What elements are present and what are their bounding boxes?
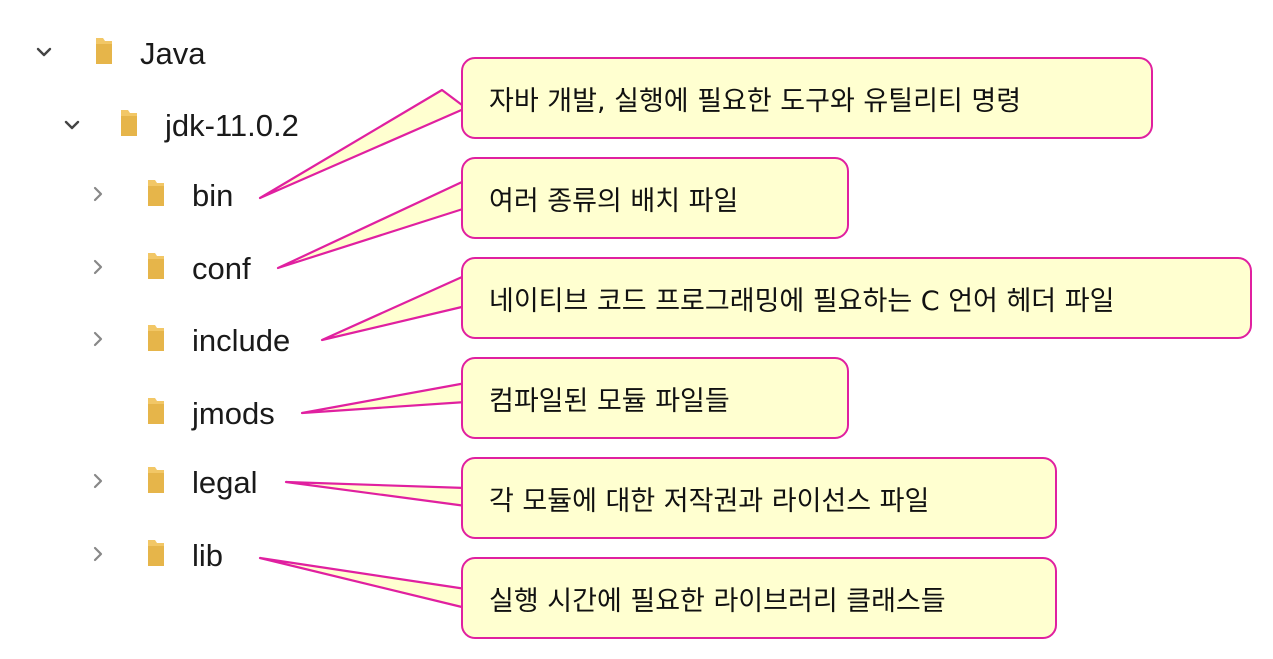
callout-conf: 여러 종류의 배치 파일 (461, 157, 849, 239)
tree-item-jmods[interactable]: jmods (192, 396, 275, 431)
folder-icon (121, 110, 137, 136)
callout-text: 네이티브 코드 프로그래밍에 필요하는 C 언어 헤더 파일 (489, 285, 1115, 317)
tree-item-bin[interactable]: bin (192, 178, 234, 213)
tree-item-java[interactable]: Java (140, 36, 206, 71)
chevron-right-icon[interactable] (90, 546, 106, 562)
chevron-right-icon[interactable] (90, 186, 106, 202)
chevron-right-icon[interactable] (90, 331, 106, 347)
connector-include (320, 275, 468, 342)
chevron-right-icon[interactable] (90, 259, 106, 275)
tree-item-legal[interactable]: legal (192, 465, 258, 500)
connector-jmods (300, 381, 468, 415)
folder-icon (148, 467, 164, 493)
folder-icon (148, 253, 164, 279)
tree-item-lib[interactable]: lib (192, 538, 224, 573)
folder-icon (148, 180, 164, 206)
callout-text: 실행 시간에 필요한 라이브러리 클래스들 (489, 585, 946, 617)
folder-icon (96, 38, 112, 64)
callout-legal: 각 모듈에 대한 저작권과 라이선스 파일 (461, 457, 1057, 539)
chevron-right-icon[interactable] (90, 473, 106, 489)
connector-conf (276, 180, 468, 270)
callout-text: 컴파일된 모듈 파일들 (489, 385, 730, 417)
chevron-down-icon[interactable] (36, 44, 52, 60)
tree-item-include[interactable]: include (192, 323, 291, 358)
connector-lib (258, 556, 468, 610)
callout-text: 여러 종류의 배치 파일 (489, 185, 739, 217)
folder-icon (148, 540, 164, 566)
callout-text: 각 모듈에 대한 저작권과 라이선스 파일 (489, 485, 930, 517)
callout-include: 네이티브 코드 프로그래밍에 필요하는 C 언어 헤더 파일 (461, 257, 1252, 339)
tree-item-conf[interactable]: conf (192, 251, 251, 286)
callout-lib: 실행 시간에 필요한 라이브러리 클래스들 (461, 557, 1057, 639)
callout-bin: 자바 개발, 실행에 필요한 도구와 유틸리티 명령 (461, 57, 1153, 139)
chevron-down-icon[interactable] (64, 117, 80, 133)
folder-icon (148, 325, 164, 351)
tree-item-jdk[interactable]: jdk-11.0.2 (165, 108, 299, 143)
folder-icon (148, 398, 164, 424)
connector-bin (258, 88, 468, 200)
callout-text: 자바 개발, 실행에 필요한 도구와 유틸리티 명령 (489, 85, 1022, 117)
connector-legal (284, 480, 468, 508)
callout-jmods: 컴파일된 모듈 파일들 (461, 357, 849, 439)
